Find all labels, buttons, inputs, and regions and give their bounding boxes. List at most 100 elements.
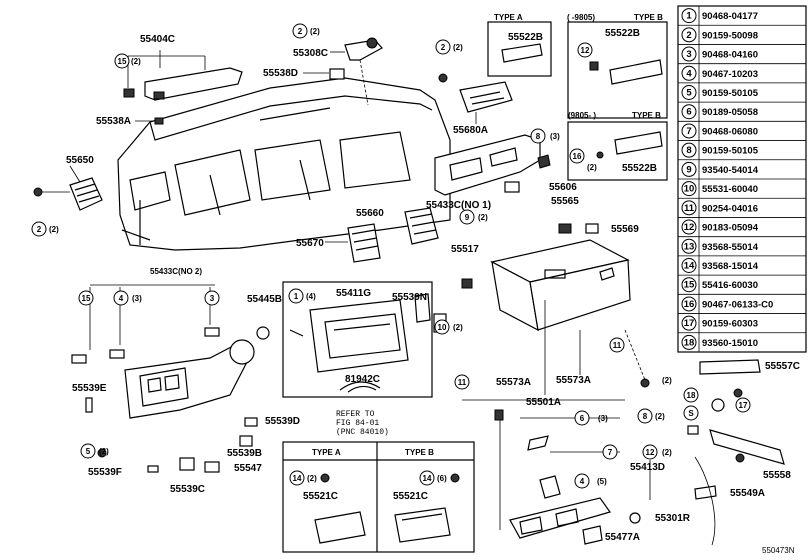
table-row-part-number: 90254-04016 [702, 203, 758, 214]
table-row-part-number: 90183-05094 [702, 223, 759, 234]
table-row-badge [681, 161, 697, 177]
part-55558-drawing [687, 425, 785, 465]
callout-55522B-type-a: 55522B [508, 32, 543, 43]
callout-55501A: 55501A [526, 397, 561, 408]
qty-2-left: (2) [49, 225, 59, 234]
part-callouts: 55404C 55308C 55538D 55538A 55650 55680A… [66, 28, 800, 543]
reference-note-line3: (PNC 84010) [336, 428, 389, 437]
part-55538A-drawing [154, 117, 164, 125]
table-row-part-number: 93540-54014 [702, 165, 759, 176]
badge-14-b: 14 [423, 474, 432, 483]
label-type-a-bottom: TYPE A [312, 448, 341, 457]
label-type-b-bottom: TYPE B [405, 448, 434, 457]
callout-55558: 55558 [763, 470, 791, 481]
type-b-post9805-box [567, 121, 668, 181]
callout-55539D: 55539D [265, 416, 300, 427]
table-row-ref: 12 [684, 222, 695, 233]
badge-5: 5 [86, 447, 91, 456]
table-row-part-number: 90467-10203 [702, 69, 758, 80]
callout-55573A-right: 55573A [556, 375, 591, 386]
table-row-ref: 9 [686, 164, 691, 175]
table-row-ref: 7 [686, 126, 691, 137]
table-row-ref: 3 [686, 49, 691, 60]
callout-55538D: 55538D [263, 68, 298, 79]
table-row-part-number: 93568-55014 [702, 242, 759, 253]
reference-note-line2: FIG 84-01 [336, 419, 379, 428]
qty-6-14b: (6) [437, 474, 447, 483]
badge-1: 1 [294, 292, 299, 301]
callout-55433C-no2: 55433C(NO 2) [150, 267, 202, 276]
qty-2-10: (2) [453, 323, 463, 332]
callout-55549A: 55549A [730, 488, 765, 499]
table-row-ref: 6 [686, 107, 691, 118]
badge-11-left: 11 [458, 378, 467, 387]
callout-55539N: 55539N [392, 292, 427, 303]
label-range-after-9805: (9805- ) [568, 111, 596, 120]
table-row-badge [681, 8, 697, 24]
badge-2-left: 2 [37, 225, 42, 234]
badge-6: 6 [580, 414, 585, 423]
callout-55521C-type-a: 55521C [303, 491, 338, 502]
part-55538D-drawing [329, 68, 345, 80]
table-row-badge [681, 123, 697, 139]
table-row-part-number: 90468-04160 [702, 50, 758, 61]
callout-55650: 55650 [66, 155, 94, 166]
table-row-part-number: 55531-60040 [702, 184, 758, 195]
callout-55538A: 55538A [96, 116, 131, 127]
table-row-ref: 5 [686, 88, 692, 99]
table-row-badge [681, 315, 697, 331]
qty-5-4: (5) [597, 477, 607, 486]
table-row-ref: 17 [684, 318, 695, 329]
badge-12-lower: 12 [646, 448, 655, 457]
badge-7: 7 [608, 448, 613, 457]
table-row-badge [681, 142, 697, 158]
callout-55445B: 55445B [247, 294, 282, 305]
badge-12-typeb: 12 [581, 46, 590, 55]
table-row-part-number: 90159-50098 [702, 30, 758, 41]
type-a-vent-box [487, 21, 552, 77]
table-row-ref: 13 [684, 241, 695, 252]
table-row-badge [681, 27, 697, 43]
callout-55606: 55606 [549, 182, 577, 193]
table-row-part-number: 93568-15014 [702, 261, 759, 272]
badge-10: 10 [438, 323, 447, 332]
table-row-ref: 14 [684, 261, 695, 272]
table-row-badge [681, 334, 697, 350]
qty-2-right: (2) [662, 376, 672, 385]
table-row-badge [681, 65, 697, 81]
qty-2-12: (2) [662, 448, 672, 457]
table-row-part-number: 90189-05058 [702, 107, 758, 118]
instrument-panel-drawing [117, 77, 451, 251]
table-row-ref: 18 [684, 337, 695, 348]
table-row-badge [681, 296, 697, 312]
part-55650-drawing [33, 165, 103, 211]
cluster-bezel-box [282, 281, 433, 398]
label-range-before-9805: ( -9805) [567, 13, 595, 22]
part-55308C-drawing [330, 37, 383, 106]
table-row-part-number: 90159-50105 [702, 146, 759, 157]
finish-panel-type-box [282, 441, 475, 553]
part-55521C-type-a-drawing [314, 473, 366, 544]
badge-4-lower: 4 [580, 477, 585, 486]
badge-11-right: 11 [613, 341, 622, 350]
badge-3: 3 [210, 294, 215, 303]
table-row-badge [681, 104, 697, 120]
callout-55569: 55569 [611, 224, 639, 235]
qty-2-16: (2) [587, 163, 597, 172]
table-row-badge [681, 200, 697, 216]
part-55549A-drawing [694, 485, 717, 500]
table-row-part-number: 90159-50105 [702, 88, 759, 99]
badge-8-lower: 8 [643, 412, 648, 421]
callout-81942C: 81942C [345, 374, 380, 385]
label-type-b-top: TYPE B [634, 13, 663, 22]
callout-55539C: 55539C [170, 484, 205, 495]
callout-55680A: 55680A [453, 125, 488, 136]
badge-17: 17 [739, 401, 748, 410]
table-row-ref: 10 [684, 184, 695, 195]
badge-2-top: 2 [298, 27, 303, 36]
callout-55670: 55670 [296, 238, 324, 249]
part-55411G-drawing [289, 293, 431, 393]
qty-2-5: (2) [99, 447, 109, 456]
